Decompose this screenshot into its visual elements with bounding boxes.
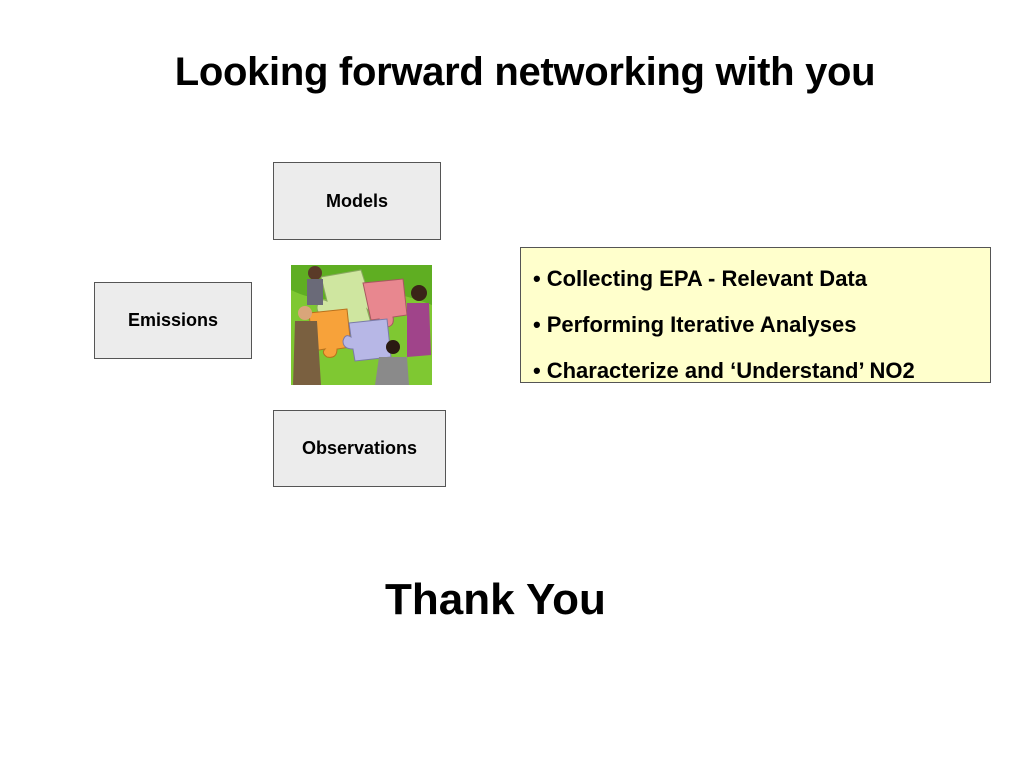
bullet-dot-icon: • [533, 266, 541, 291]
bullet-dot-icon: • [533, 312, 541, 337]
thank-you-text: Thank You [385, 575, 606, 624]
emissions-box: Emissions [94, 282, 252, 359]
slide-title: Looking forward networking with you [174, 50, 876, 94]
bullet-text: Characterize and ‘Understand’ NO2 [546, 358, 915, 383]
observations-label: Observations [301, 438, 418, 458]
bullet-dot-icon: • [533, 358, 541, 383]
emissions-label: Emissions [127, 310, 219, 330]
bullet-box: •Collecting EPA - Relevant Data •Perform… [520, 247, 991, 383]
observations-box: Observations [273, 410, 446, 487]
bullet-text: Collecting EPA - Relevant Data [546, 266, 867, 291]
models-label: Models [325, 190, 388, 211]
bullet-item: •Characterize and ‘Understand’ NO2 [533, 348, 990, 394]
bullet-text: Performing Iterative Analyses [546, 312, 857, 337]
bullet-item: •Performing Iterative Analyses [533, 302, 990, 348]
bullet-item: •Collecting EPA - Relevant Data [533, 256, 990, 302]
models-box: Models [273, 162, 441, 240]
puzzle-people-image [291, 265, 432, 385]
